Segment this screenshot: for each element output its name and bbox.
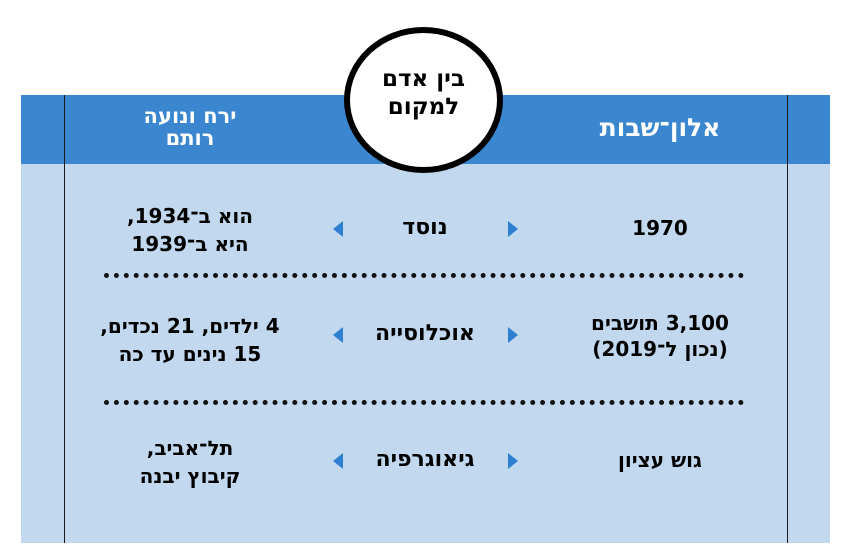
left-border-line (64, 95, 65, 543)
value-line: היא ב־1939 (131, 232, 249, 256)
row-divider-dotted (104, 273, 744, 278)
value-line: (נכון ל־2019) (592, 337, 728, 361)
row-founded-left-value: הוא ב־1934, היא ב־1939 (90, 202, 290, 258)
badge-title: בין אדם למקום (344, 65, 503, 121)
value-line: קיבוץ יבנה (139, 464, 241, 488)
badge-title-line: למקום (387, 94, 460, 120)
row-divider-dotted (104, 400, 744, 405)
row-founded-label: נוסד (402, 215, 448, 240)
arrow-left-icon (333, 453, 343, 469)
row-population-left-value: 4 ילדים, 21 נכדים, 15 נינים עד כה (90, 312, 290, 368)
value-line: גוש עציון (618, 448, 702, 472)
value-line: הוא ב־1934, (127, 204, 253, 228)
row-geography-right-value: גוש עציון (560, 447, 760, 473)
value-line: 1970 (632, 216, 688, 240)
arrow-left-icon (333, 221, 343, 237)
arrow-left-icon (333, 327, 343, 343)
row-population-right-value: 3,100 תושבים (נכון ל־2019) (560, 310, 760, 362)
left-column-header: ירח ונועה רותם (90, 105, 290, 149)
arrow-right-icon (508, 453, 518, 469)
row-population-label: אוכלוסייה (375, 321, 475, 346)
row-founded-right-value: 1970 (560, 215, 760, 241)
row-geography-label: גיאוגרפיה (375, 447, 475, 472)
left-header-line: רותם (165, 126, 215, 150)
arrow-right-icon (508, 327, 518, 343)
row-geography-left-value: תל־אביב, קיבוץ יבנה (90, 434, 290, 490)
value-line: 4 ילדים, 21 נכדים, (100, 314, 280, 338)
title-badge (344, 27, 503, 173)
value-line: 15 נינים עד כה (118, 342, 262, 366)
right-border-line (787, 95, 788, 543)
right-column-header: אלון־שבות (599, 113, 721, 142)
value-line: תל־אביב, (146, 436, 234, 460)
left-header-line: ירח ונועה (143, 104, 237, 128)
arrow-right-icon (508, 221, 518, 237)
value-line: 3,100 תושבים (591, 311, 729, 335)
badge-title-line: בין אדם (382, 66, 465, 92)
